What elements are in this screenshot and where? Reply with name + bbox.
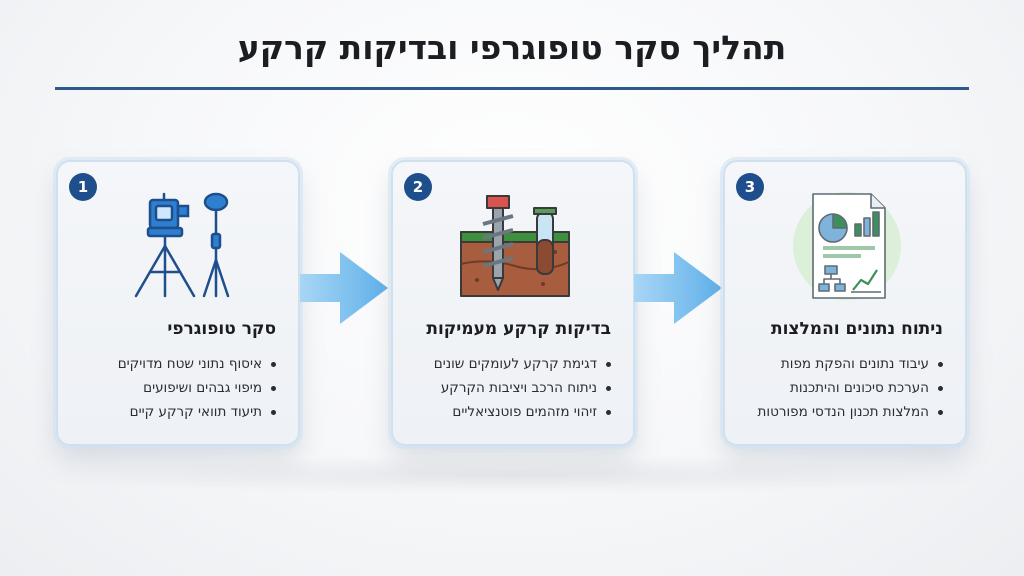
bullet-dot [271,361,276,367]
soil-drill-icon [460,195,570,297]
data-report-icon [793,192,901,300]
step-title: בדיקות קרקע מעמיקות [426,319,611,339]
page-title: תהליך סקר טופוגרפי ובדיקות קרקע [237,28,787,67]
list-item: תיעוד תוואי קרקע קיים [64,400,276,424]
flow-arrow [634,252,722,324]
list-item: מיפוי גבהים ושיפועים [64,376,276,400]
step-bullet-list: עיבוד נתונים והפקת מפות הערכת סיכונים וה… [731,352,943,424]
list-item: ניתוח הרכב ויציבות הקרקע [399,376,611,400]
surveying-equipment-icon [134,192,230,298]
bullet-dot [606,385,611,391]
list-item: זיהוי מזהמים פוטנציאליים [399,400,611,424]
list-item: עיבוד נתונים והפקת מפות [731,352,943,376]
list-item: איסוף נתוני שטח מדויקים [64,352,276,376]
title-divider [55,87,969,90]
step-number-badge: 1 [69,173,97,201]
bullet-dot [938,409,943,415]
bullet-dot [271,385,276,391]
floor-shadow [40,455,984,495]
step-card-1: 1 סקר טופוגרפי איסוף נתוני שטח מדויקים מ… [56,160,300,446]
list-item: הערכת סיכונים והיתכנות [731,376,943,400]
step-card-2: 2 בדיקות קרקע מעמיקות דגימת קרקע לעומקים… [391,160,635,446]
bullet-dot [938,361,943,367]
bullet-dot [606,409,611,415]
bullet-dot [271,409,276,415]
step-card-3: 3 ניתוח נתונים והמלצות עיבוד נ [723,160,967,446]
flow-arrow [300,252,388,324]
list-item: המלצות תכנון הנדסי מפורטות [731,400,943,424]
step-title: ניתוח נתונים והמלצות [770,319,943,339]
step-number-badge: 3 [736,173,764,201]
step-bullet-list: איסוף נתוני שטח מדויקים מיפוי גבהים ושיפ… [64,352,276,424]
bullet-dot [938,385,943,391]
list-item: דגימת קרקע לעומקים שונים [399,352,611,376]
step-title: סקר טופוגרפי [167,319,276,339]
bullet-dot [606,361,611,367]
step-bullet-list: דגימת קרקע לעומקים שונים ניתוח הרכב ויצי… [399,352,611,424]
step-number-badge: 2 [404,173,432,201]
